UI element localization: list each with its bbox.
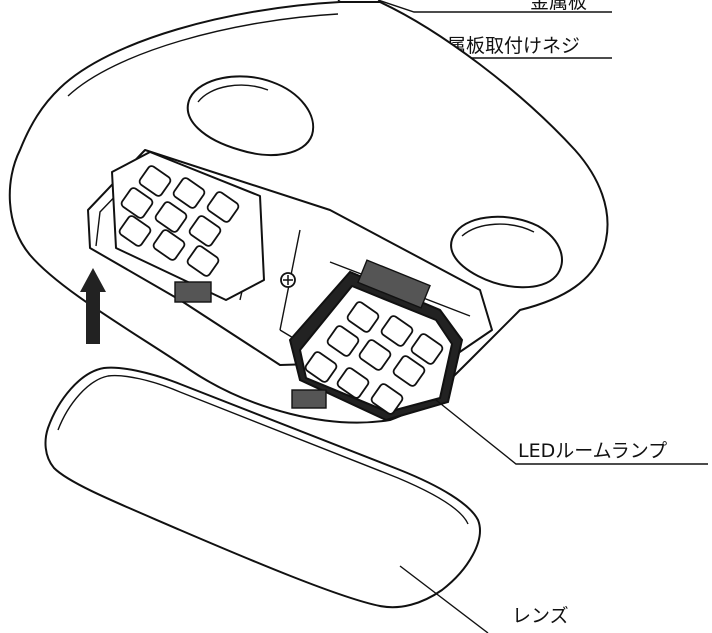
metal-plate-screw-label: 金属板取付けネジ — [428, 35, 580, 57]
lens-label: レンズ — [512, 605, 569, 627]
up-arrow-icon — [80, 268, 106, 344]
led-module-left — [111, 151, 265, 303]
led-room-lamp — [288, 259, 464, 422]
metal-plate-callout: 金属板 — [377, 0, 612, 13]
housing-hole-right — [450, 215, 563, 289]
led-room-lamp-callout: LEDルームランプ — [435, 399, 708, 465]
screw-icon — [280, 272, 296, 288]
lens — [44, 366, 481, 609]
led-cluster-right — [304, 301, 444, 415]
led-cluster-left — [118, 165, 240, 277]
lens-callout: レンズ — [399, 565, 569, 633]
metal-plate-label: 金属板 — [530, 0, 587, 13]
housing-hole-left — [187, 75, 315, 156]
led-room-lamp-label: LEDルームランプ — [518, 440, 667, 462]
